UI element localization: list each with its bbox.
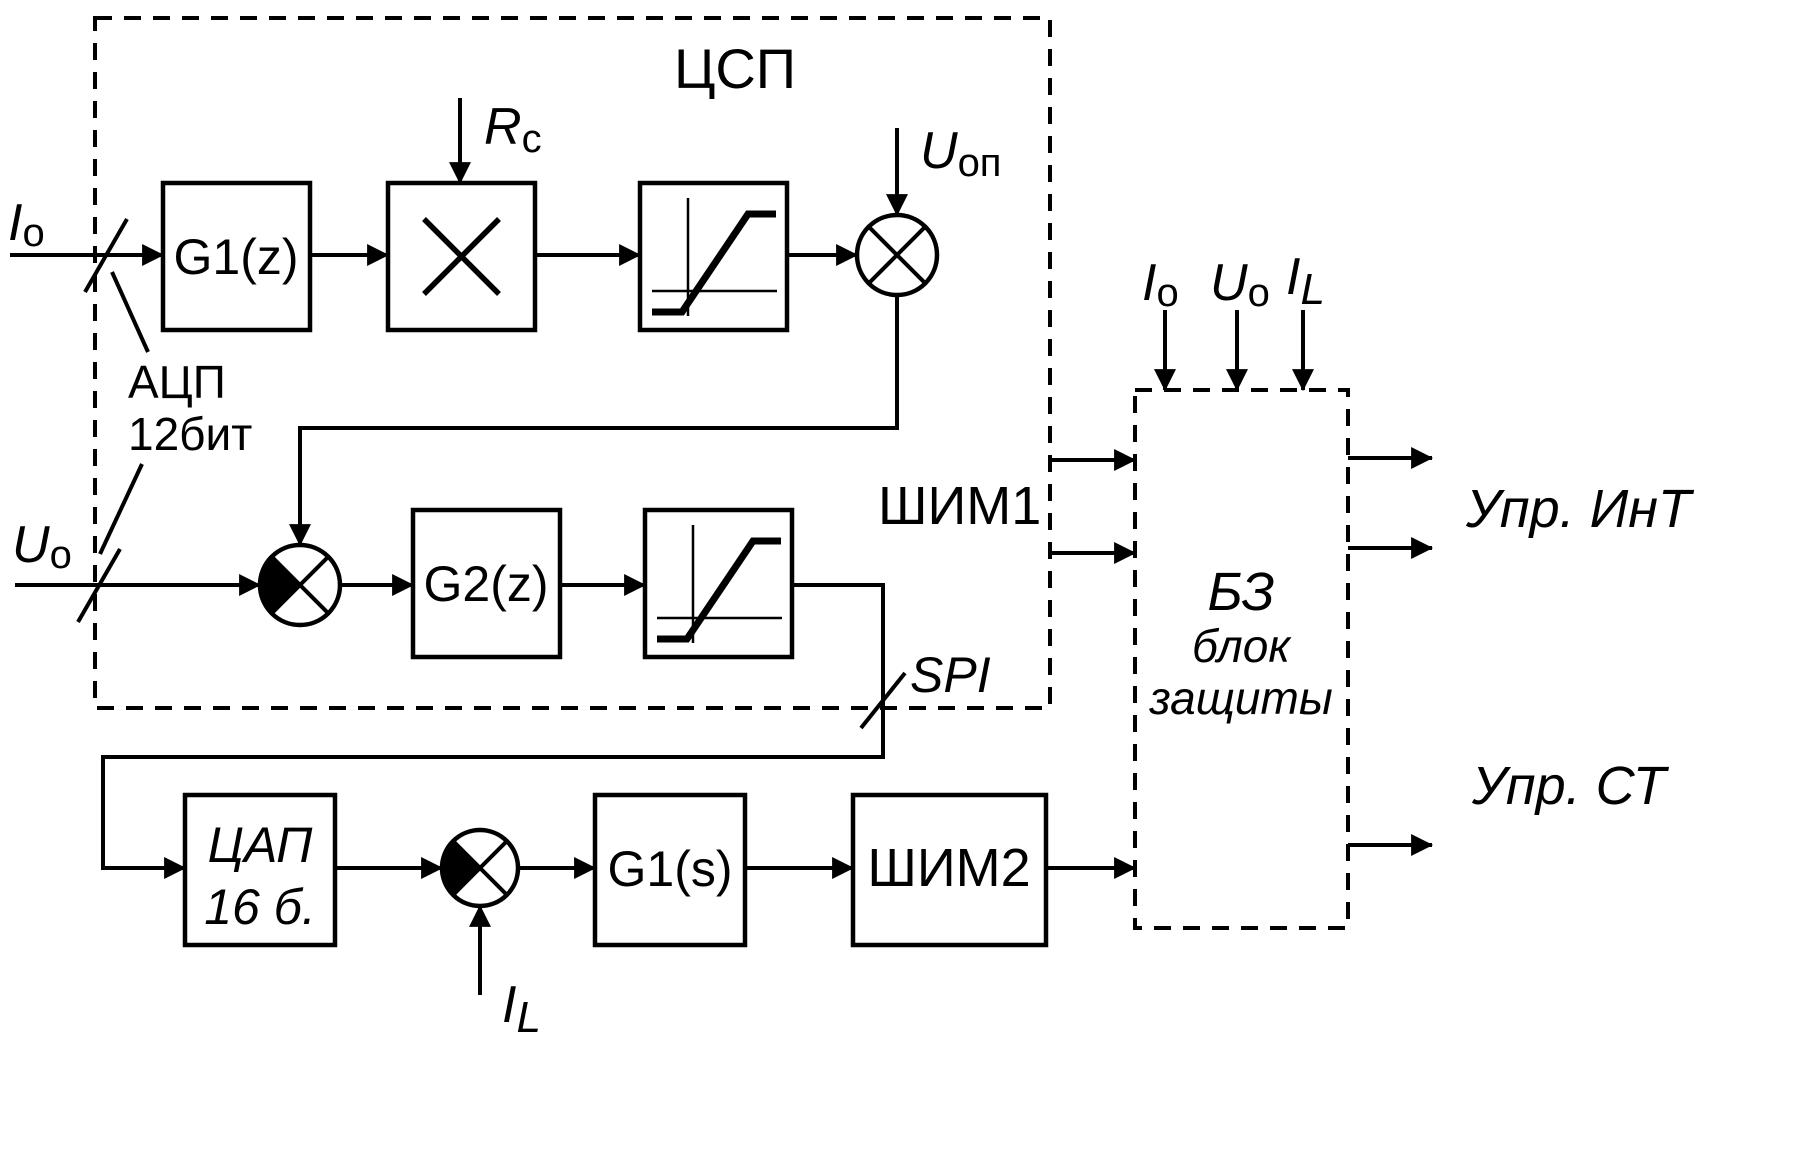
sum-junction-1-cross-2: [270, 555, 330, 615]
g2z-label: G2(z): [424, 556, 549, 612]
saturation2-block: [642, 507, 795, 660]
dac-block: [182, 792, 338, 948]
dac-label-line1: ЦАП: [208, 817, 314, 873]
adc-label-line1: АЦП: [128, 356, 226, 408]
bz-label-line1: БЗ: [1207, 562, 1274, 622]
saturation1-block: [637, 180, 790, 333]
uo-adc-slash: [76, 548, 122, 623]
dsp-label: ЦСП: [674, 37, 796, 100]
multiplier-cross-line-2: [422, 217, 501, 296]
g1s-block: [592, 792, 748, 948]
ctrl-st-label: Упр. СТ: [1471, 756, 1670, 816]
pwm2-label: ШИМ2: [867, 838, 1030, 898]
g1s-label: G1(s): [608, 841, 733, 897]
dsp-boundary: [93, 16, 1052, 710]
bz-input-il-label: IL: [1286, 248, 1325, 314]
spi-label: SPI: [910, 647, 991, 703]
adc-label-line2: 12бит: [128, 408, 252, 460]
uop-label: Uоп: [920, 122, 1001, 185]
feedback-path: [289, 295, 899, 547]
dac-label-line2: 16 б.: [204, 879, 316, 935]
saturation2-curve: [657, 537, 781, 643]
saturation1-curve: [652, 210, 776, 316]
sum-junction-2-filled-sector: [441, 841, 480, 895]
protection-boundary: [1133, 388, 1350, 930]
spi-path: [101, 583, 885, 879]
pwm1-label: ШИМ1: [878, 476, 1041, 536]
io-input-label: Iо: [8, 194, 45, 255]
g2z-block: [410, 507, 563, 660]
bz-label-line2: блок: [1192, 620, 1292, 672]
adc-leader-bottom: [98, 463, 144, 555]
g1z-label: G1(z): [174, 229, 299, 285]
io-adc-slash: [83, 218, 129, 293]
multiply-junction-cross-2: [867, 225, 927, 285]
ctrl-int-label: Упр. ИнТ: [1465, 479, 1695, 539]
pwm2-block: [850, 792, 1049, 948]
bz-label-line3: защиты: [1148, 672, 1332, 724]
rc-label: Rc: [484, 98, 542, 161]
adc-leader-top: [110, 271, 150, 353]
uo-input-label: Uо: [12, 516, 72, 577]
il-input-label: IL: [502, 976, 541, 1042]
bz-input-uo-label: Uо: [1210, 254, 1270, 315]
bz-input-io-label: Iо: [1142, 254, 1179, 315]
spi-slash: [859, 671, 907, 730]
sum-junction-2-cross-2: [451, 839, 509, 897]
sum-junction-1-filled-sector: [259, 556, 300, 614]
